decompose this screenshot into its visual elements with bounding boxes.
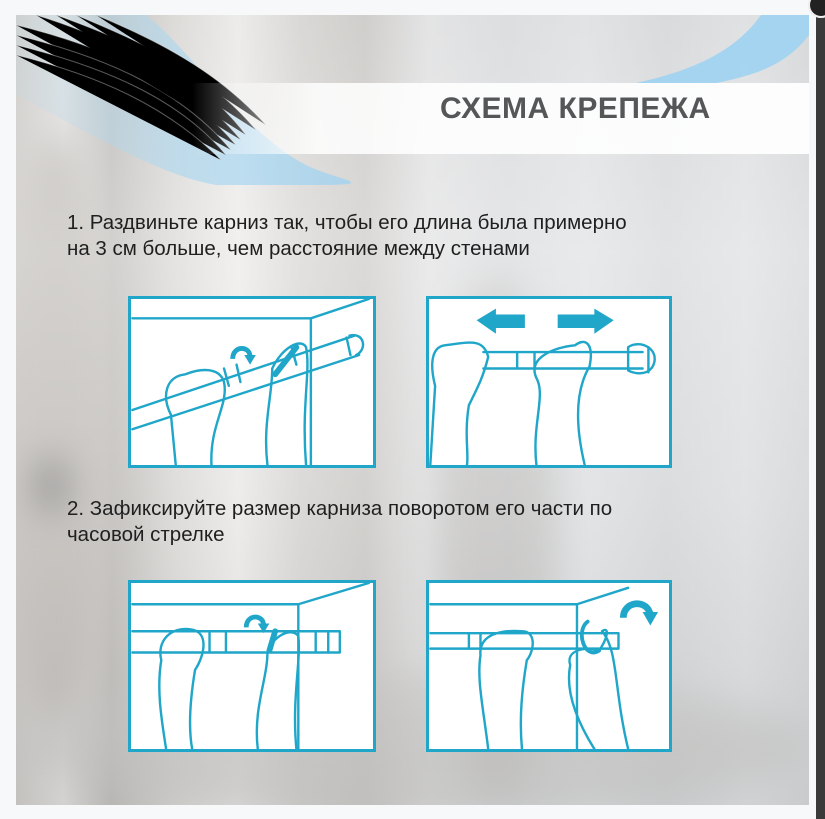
rotate-clockwise-arrow-icon [619,600,659,626]
illustration-twist-rod-clockwise [128,580,376,752]
background-blur [16,135,116,735]
rotate-arrow-icon [243,614,270,634]
page-title: СХЕМА КРЕПЕЖА [440,92,711,125]
rotate-arrow-icon [230,346,256,365]
step-1-text: 1. Раздвиньте карниз так, чтобы его длин… [67,211,627,260]
step-2-text: 2. Зафиксируйте размер карниза поворотом… [67,497,613,546]
illustration-fix-rod-end-on-wall [426,580,672,752]
illustration-twist-rod-in-corner [128,296,376,468]
close-icon[interactable] [808,0,825,18]
background-blur [36,455,66,515]
arrow-left-icon [476,308,525,334]
title-band [192,83,809,154]
illustration-extend-rod [426,296,672,468]
arrow-right-icon [557,308,614,334]
window-scrollbar[interactable] [816,0,825,819]
